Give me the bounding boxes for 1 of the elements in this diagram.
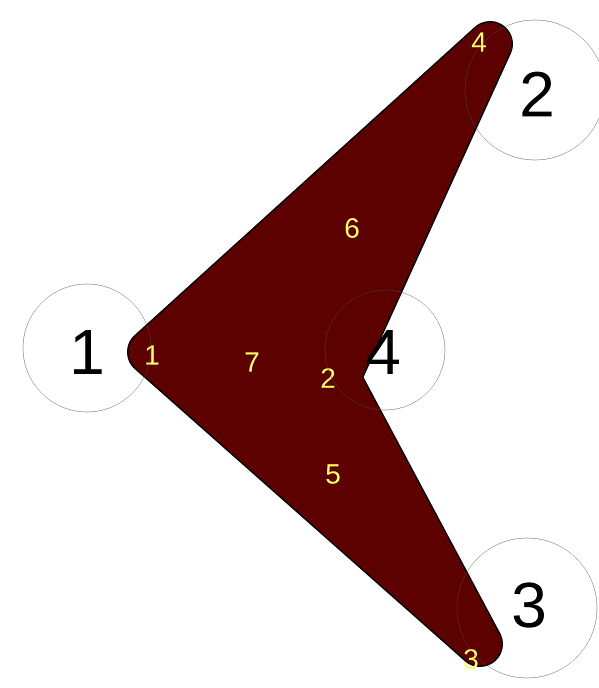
node-label: 3 <box>464 649 478 669</box>
